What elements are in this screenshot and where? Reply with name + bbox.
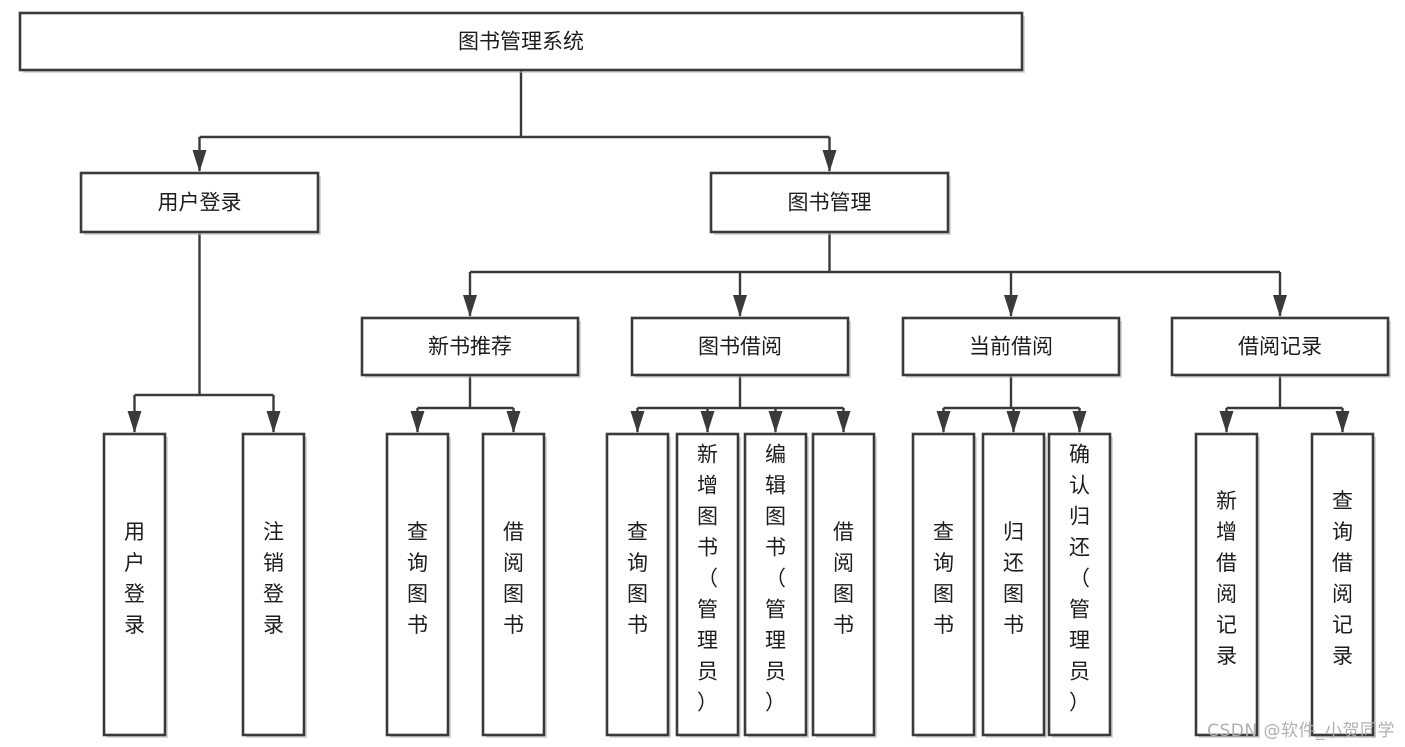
node-label: 借阅图书 (503, 520, 524, 637)
node-label: 借阅图书 (833, 520, 854, 637)
node-book-management[interactable]: 图书管理 (709, 171, 951, 235)
node-label: 注销登录 (263, 520, 284, 637)
arrow-head-icon (768, 411, 783, 433)
arrow-head-icon (1335, 411, 1350, 433)
node-leaf-logout[interactable]: 注销登录 (241, 432, 307, 738)
node-label: 查询图书 (627, 520, 648, 637)
node-label: 借阅记录 (1238, 335, 1322, 359)
node-label: 当前借阅 (969, 335, 1053, 359)
node-leaf-add-record[interactable]: 新增借阅记录 (1194, 432, 1260, 738)
node-current-borrow[interactable]: 当前借阅 (901, 316, 1122, 378)
node-leaf-query-book-current[interactable]: 查询图书 (911, 432, 977, 738)
node-rect[interactable] (1170, 316, 1390, 377)
node-leaf-add-book[interactable]: 新增图书（管理员） (675, 432, 741, 738)
node-label: 查询图书 (407, 520, 428, 637)
node-label: 确认归还（管理员） (1069, 443, 1090, 715)
node-rect[interactable] (1310, 432, 1375, 737)
node-leaf-borrow-book-rec[interactable]: 借阅图书 (481, 432, 547, 738)
node-label: 新书推荐 (428, 335, 512, 359)
arrow-head-icon (733, 295, 747, 317)
arrow-head-icon (1072, 411, 1087, 433)
node-rect[interactable] (630, 316, 850, 377)
node-rect[interactable] (102, 432, 167, 737)
arrow-head-icon (192, 150, 207, 172)
arrow-head-icon (700, 411, 715, 433)
node-leaf-query-record[interactable]: 查询借阅记录 (1310, 432, 1376, 738)
node-label: 图书管理 (788, 191, 872, 215)
node-rect[interactable] (743, 432, 808, 737)
node-label: 新增图书（管理员） (697, 443, 718, 715)
node-rect[interactable] (605, 432, 670, 737)
node-label: 编辑图书（管理员） (765, 443, 786, 715)
node-rect[interactable] (18, 11, 1024, 72)
arrow-head-icon (410, 411, 425, 433)
arrow-head-icon (1273, 295, 1287, 317)
node-leaf-query-book-rec[interactable]: 查询图书 (385, 432, 451, 738)
arrow-head-icon (1004, 295, 1018, 317)
node-label: 归还图书 (1003, 520, 1024, 637)
node-rect[interactable] (911, 432, 976, 737)
node-rect[interactable] (481, 432, 546, 737)
edges-layer (127, 70, 1350, 433)
arrow-head-icon (1006, 411, 1021, 433)
node-rect[interactable] (811, 432, 876, 737)
node-user-login[interactable]: 用户登录 (79, 171, 321, 235)
node-label: 图书借阅 (698, 335, 782, 359)
arrow-head-icon (1219, 411, 1234, 433)
node-rect[interactable] (709, 171, 950, 234)
arrow-head-icon (506, 411, 521, 433)
arrow-head-icon (463, 295, 477, 317)
arrow-head-icon (822, 150, 837, 172)
node-rect[interactable] (79, 171, 320, 234)
node-leaf-user-login[interactable]: 用户登录 (102, 432, 168, 738)
node-leaf-return-book[interactable]: 归还图书 (981, 432, 1047, 738)
node-rect[interactable] (360, 316, 580, 377)
arrow-head-icon (936, 411, 951, 433)
node-root[interactable]: 图书管理系统 (18, 11, 1025, 73)
node-label: 查询图书 (933, 520, 954, 637)
arrow-head-icon (836, 411, 851, 433)
node-borrow-record[interactable]: 借阅记录 (1170, 316, 1391, 378)
node-rect[interactable] (241, 432, 306, 737)
arrow-head-icon (266, 411, 281, 433)
node-label: 用户登录 (124, 520, 145, 637)
node-label: 查询借阅记录 (1332, 489, 1353, 668)
node-leaf-query-book-borrow[interactable]: 查询图书 (605, 432, 671, 738)
node-rect[interactable] (385, 432, 450, 737)
node-new-book-recommend[interactable]: 新书推荐 (360, 316, 581, 378)
node-leaf-borrow-book[interactable]: 借阅图书 (811, 432, 877, 738)
arrow-head-icon (127, 411, 142, 433)
node-rect[interactable] (1047, 432, 1112, 737)
node-rect[interactable] (981, 432, 1046, 737)
node-rect[interactable] (901, 316, 1121, 377)
node-label: 用户登录 (158, 191, 242, 215)
node-book-borrow[interactable]: 图书借阅 (630, 316, 851, 378)
node-label: 图书管理系统 (458, 30, 584, 54)
node-label: 新增借阅记录 (1216, 489, 1237, 668)
node-leaf-edit-book[interactable]: 编辑图书（管理员） (743, 432, 809, 738)
node-rect[interactable] (1194, 432, 1259, 737)
node-rect[interactable] (675, 432, 740, 737)
arrow-head-icon (630, 411, 645, 433)
nodes-layer: 图书管理系统用户登录图书管理新书推荐图书借阅当前借阅借阅记录用户登录注销登录查询… (18, 11, 1391, 738)
node-leaf-confirm-return[interactable]: 确认归还（管理员） (1047, 432, 1113, 738)
